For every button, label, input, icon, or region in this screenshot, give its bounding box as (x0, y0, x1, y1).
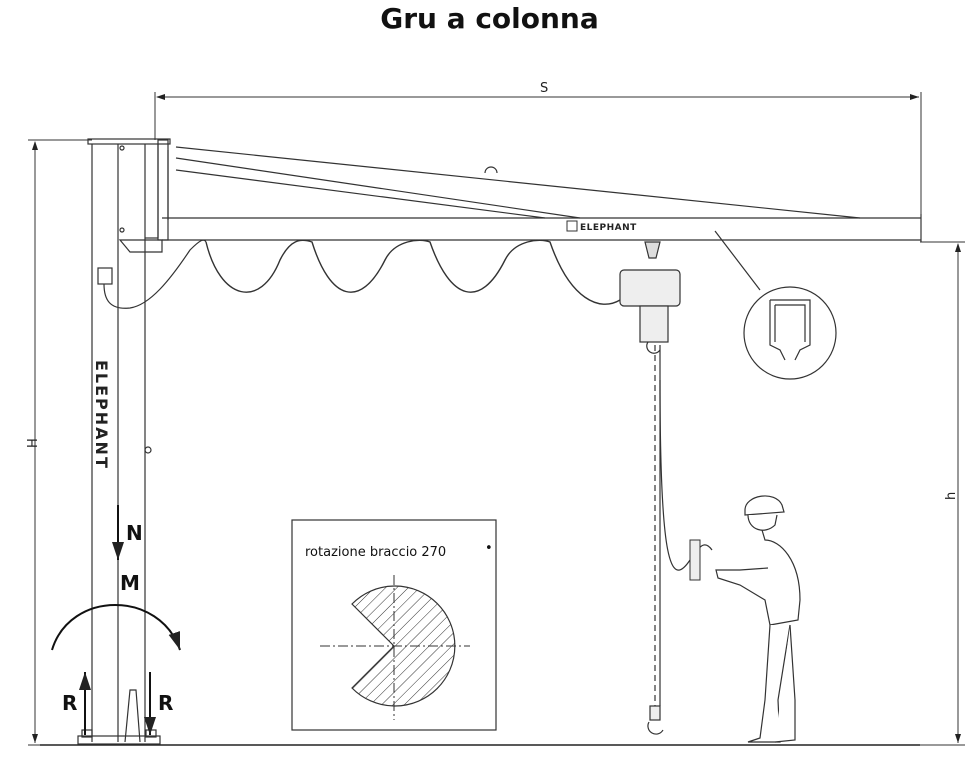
boom-brand: ELEPHANT (566, 220, 637, 233)
dimension-s: S (154, 81, 922, 215)
force-n-label: N (126, 521, 143, 545)
rotation-degree-mark: • (485, 541, 493, 556)
dimension-h-label: H (26, 438, 41, 448)
boom-brand-label: ELEPHANT (580, 223, 637, 233)
dimension-hook-height: h (880, 241, 965, 746)
dimension-h-small-label: h (944, 492, 959, 500)
rotation-label: rotazione braccio 270 (305, 545, 446, 560)
page-title: Gru a colonna (380, 2, 599, 35)
dimension-h: H (26, 139, 92, 746)
worker-figure (715, 495, 801, 743)
rail-profile-detail (714, 230, 837, 380)
reaction-left-label: R (62, 691, 77, 715)
dimension-s-label: S (540, 81, 548, 96)
moment-m: M (51, 571, 181, 651)
rotation-sector-icon (320, 575, 470, 720)
column (77, 138, 171, 745)
force-n: N (112, 505, 143, 560)
reaction-right: R (144, 672, 173, 735)
column-brand-label: ELEPHANT (92, 360, 111, 470)
reaction-right-label: R (158, 691, 173, 715)
jib-boom (118, 139, 922, 253)
festoon-cable (205, 239, 621, 305)
rotation-box: rotazione braccio 270 • (291, 519, 497, 731)
pendant-control (689, 539, 701, 581)
pendant-cable (659, 379, 713, 571)
moment-m-label: M (120, 571, 140, 595)
control-box (97, 239, 207, 309)
reaction-left: R (62, 672, 91, 735)
electric-hoist-icon (619, 241, 681, 735)
